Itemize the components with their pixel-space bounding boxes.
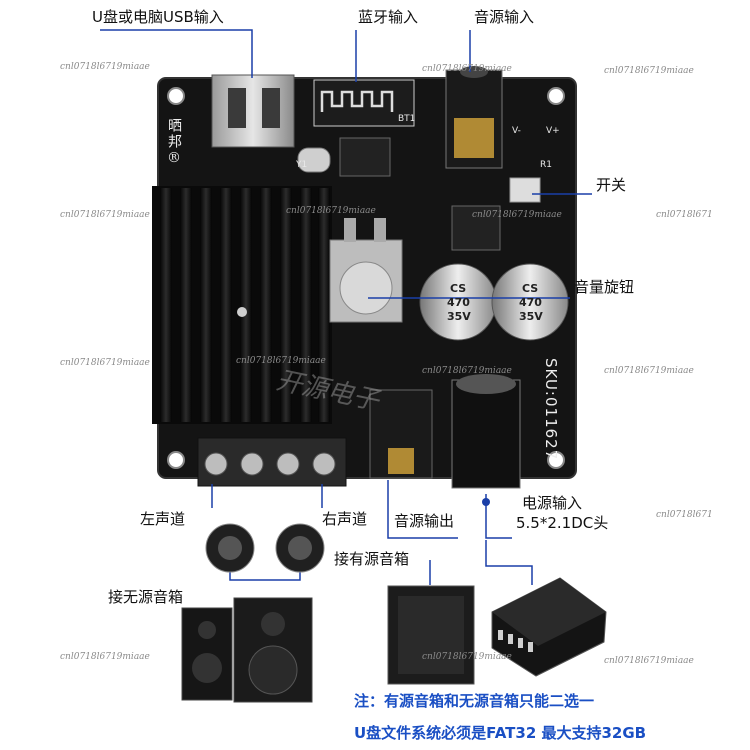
watermark: cnl0718l6719miaae	[604, 656, 694, 666]
power-switch	[509, 177, 541, 203]
cap-right-brand: CS	[522, 282, 539, 295]
silk-v-minus: V-	[512, 126, 521, 136]
crystal	[297, 147, 331, 173]
mount-hole	[547, 451, 565, 469]
usb-port	[211, 74, 295, 148]
watermark: cnl0718l6719miaae	[60, 652, 150, 662]
label-bt-input: 蓝牙输入	[358, 8, 419, 26]
watermark: cnl0718l6719miaae	[60, 62, 150, 72]
chip	[339, 137, 391, 177]
label-left-channel: 左声道	[140, 510, 186, 528]
watermark: cnl0718l6719miaae	[60, 358, 150, 368]
watermark: cnl0718l6719miaae	[236, 356, 326, 366]
label-power-spec: 5.5*2.1DC头	[516, 514, 609, 532]
mount-hole	[167, 451, 185, 469]
watermark-short: cnl0718l671	[656, 210, 713, 220]
callout-line-psu	[485, 540, 533, 585]
dc-power-jack	[451, 379, 521, 489]
callout-line-power	[485, 494, 512, 539]
watermark: cnl0718l6719miaae	[422, 652, 512, 662]
cap-left-value: 470	[447, 296, 470, 309]
regulator	[451, 205, 501, 251]
cap-right-value: 470	[519, 296, 542, 309]
watermark: cnl0718l6719miaae	[422, 366, 512, 376]
silk-y1: Y1	[296, 160, 308, 170]
sku-label: SKU:011627	[542, 358, 560, 461]
label-audio-input: 音源输入	[474, 8, 535, 26]
cap-left-voltage: 35V	[447, 310, 471, 323]
callout-line-audio-out	[387, 480, 458, 539]
board-brand: 晒邦®	[166, 118, 182, 168]
silk-bt1: BT1	[398, 114, 416, 124]
watermark: cnl0718l6719miaae	[60, 210, 150, 220]
watermark: cnl0718l6719miaae	[472, 210, 562, 220]
note-choose-one: 注：有源音箱和无源音箱只能二选一	[354, 692, 595, 710]
bluetooth-module	[313, 79, 415, 127]
mount-hole	[167, 87, 185, 105]
label-switch: 开关	[596, 176, 627, 194]
watermark: cnl0718l6719miaae	[286, 206, 376, 216]
note-usb-fat32: U盘文件系统必须是FAT32 最大支持32GB	[354, 724, 647, 742]
watermark: cnl0718l6719miaae	[604, 66, 694, 76]
callout-line-usb	[100, 29, 253, 78]
watermark-short: cnl0718l671	[656, 510, 713, 520]
mount-hole	[547, 87, 565, 105]
label-active-speaker: 接有源音箱	[334, 550, 410, 568]
watermark: cnl0718l6719miaae	[422, 64, 512, 74]
label-power-input: 电源输入	[522, 494, 583, 512]
watermark: cnl0718l6719miaae	[604, 366, 694, 376]
label-audio-output: 音源输出	[394, 512, 455, 530]
label-passive-speaker: 接无源音箱	[108, 588, 184, 606]
label-usb-input: U盘或电脑USB输入	[92, 8, 224, 26]
silk-v-plus: V+	[546, 126, 560, 136]
label-right-channel: 右声道	[322, 510, 368, 528]
cap-left-brand: CS	[450, 282, 467, 295]
cap-right-voltage: 35V	[519, 310, 543, 323]
silk-r1: R1	[540, 160, 552, 170]
capacitor-right	[491, 263, 569, 341]
label-volume-knob: 音量旋钮	[574, 278, 635, 296]
